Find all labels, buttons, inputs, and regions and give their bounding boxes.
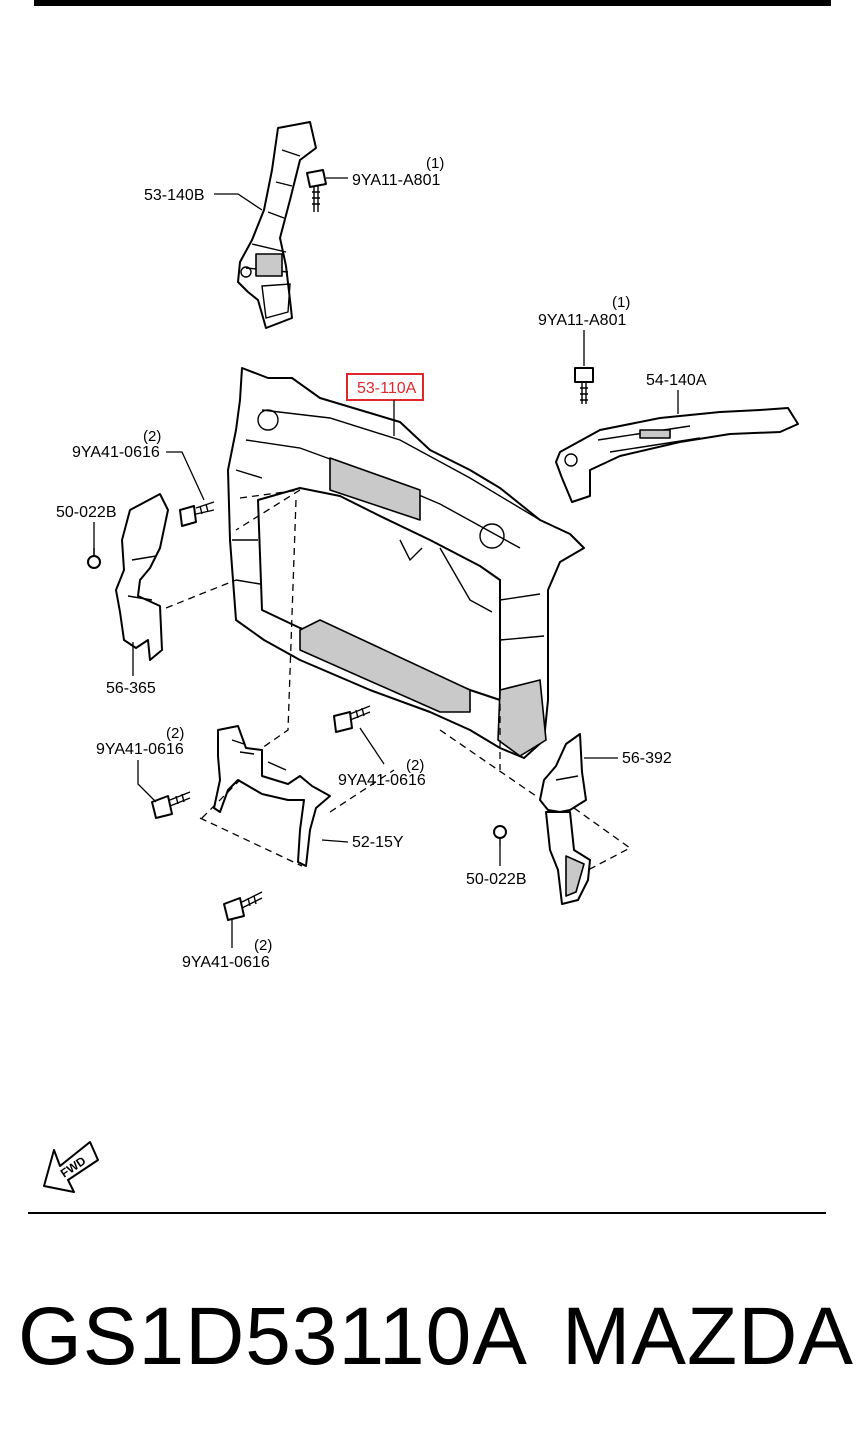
deflector-56-365[interactable] — [115, 493, 169, 661]
radiator-support-53-110a[interactable] — [227, 367, 585, 759]
qty-bolt-left-upper: (2) — [143, 428, 161, 445]
label-bolt-center: 9YA41-0616 — [338, 772, 426, 789]
label-50-022b-left: 50-022B — [56, 504, 117, 521]
label-bolt-left-upper: 9YA41-0616 — [72, 444, 160, 461]
brand-caption: MAZDA — [562, 1291, 854, 1382]
bracket-54-140a[interactable] — [555, 407, 799, 503]
highlight-box-53-110a — [346, 373, 424, 401]
bolt-9ya41-0616-left-lower[interactable] — [151, 791, 191, 819]
qty-bolt-center: (2) — [406, 757, 424, 774]
alignment-lines — [165, 489, 632, 871]
label-54-140a: 54-140A — [646, 372, 707, 389]
label-bolt-left-lower: 9YA41-0616 — [96, 741, 184, 758]
part-number-caption: GS1D53110A — [18, 1291, 528, 1382]
deflector-56-392[interactable] — [539, 733, 591, 905]
label-bolt-bottom: 9YA41-0616 — [182, 954, 270, 971]
bolt-9ya41-0616-bottom[interactable] — [223, 891, 263, 921]
bolt-9ya41-0616-center[interactable] — [333, 705, 371, 733]
label-56-365: 56-365 — [106, 680, 156, 697]
bolt-9ya41-0616-left-upper[interactable] — [179, 501, 215, 527]
bolt-9ya11-a801-right[interactable] — [574, 367, 594, 404]
label-50-022b-right: 50-022B — [466, 871, 527, 888]
qty-bolt-top: (1) — [426, 155, 444, 172]
screw-50-022b-right[interactable] — [493, 825, 507, 846]
label-bolt-top: 9YA11-A801 — [352, 172, 440, 189]
qty-bolt-right: (1) — [612, 294, 630, 311]
bracket-52-15y[interactable] — [213, 725, 331, 867]
callout-labels: 53-140B (1) 9YA11-A801 (1) 9YA11-A801 53… — [56, 155, 707, 971]
label-53-110a: 53-110A — [357, 380, 417, 397]
label-52-15y: 52-15Y — [352, 834, 404, 851]
bottom-rule — [28, 1212, 826, 1214]
label-56-392: 56-392 — [622, 750, 672, 767]
qty-bolt-left-lower: (2) — [166, 725, 184, 742]
bracket-53-140b[interactable] — [237, 121, 317, 329]
qty-bolt-bottom: (2) — [254, 937, 272, 954]
label-bolt-right: 9YA11-A801 — [538, 312, 626, 329]
fwd-arrow-icon: FWD — [43, 1141, 99, 1193]
label-53-140b: 53-140B — [144, 187, 205, 204]
top-border — [34, 0, 831, 6]
bolt-9ya11-a801-top[interactable] — [306, 169, 327, 212]
